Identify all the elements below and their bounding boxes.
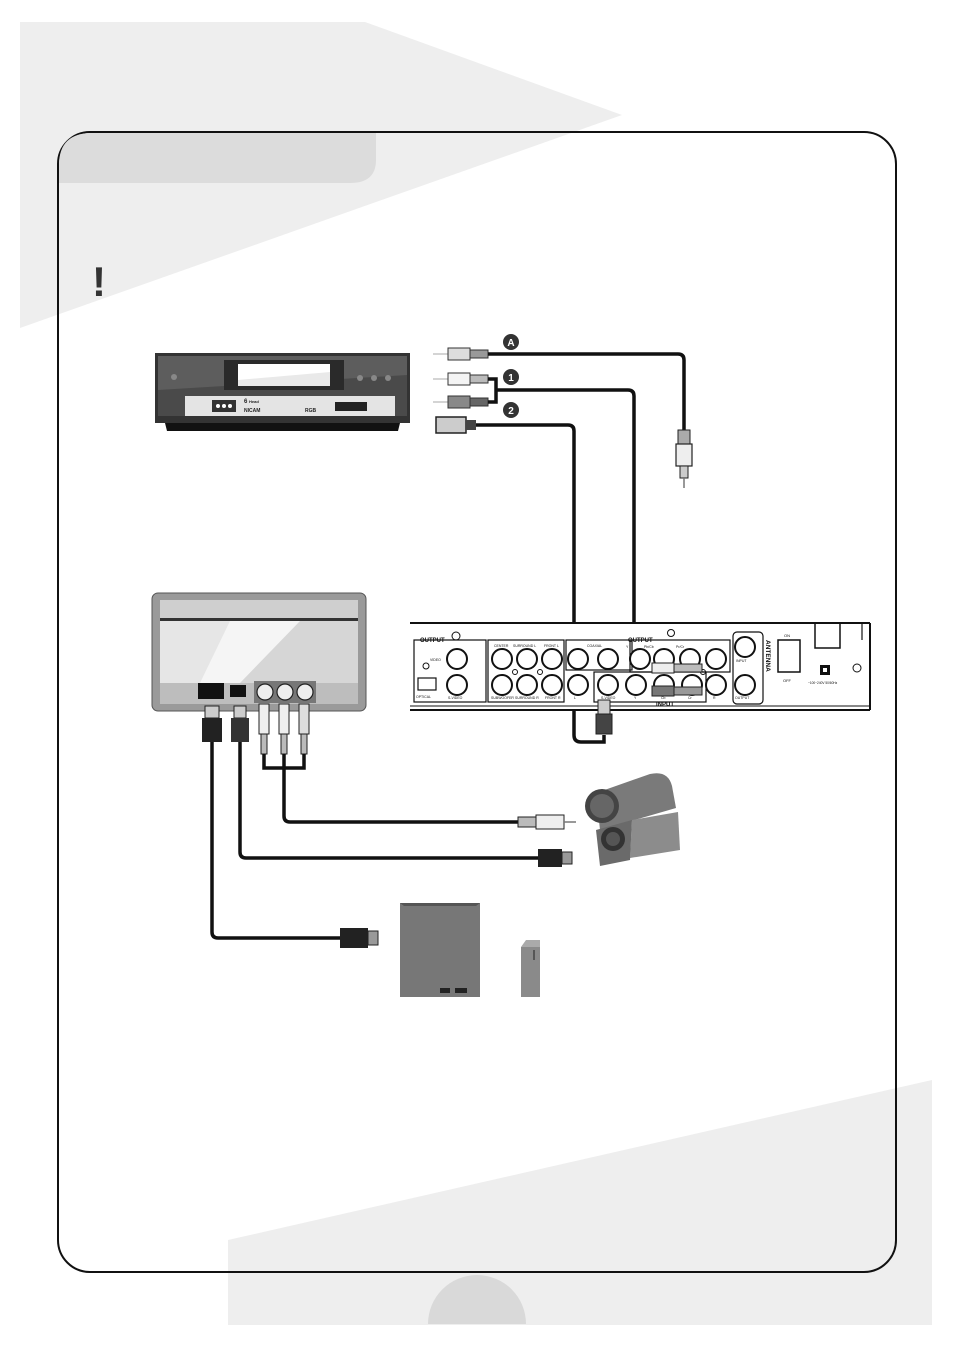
console-box-icon xyxy=(400,903,480,997)
label-center: CENTER xyxy=(494,644,509,648)
scart-end-plug xyxy=(340,928,378,948)
label-coaxial: COAXIAL xyxy=(587,644,602,648)
svg-text:2: 2 xyxy=(508,406,514,417)
label-input: INPUT xyxy=(656,702,674,708)
label-surround-l: SURROUND L xyxy=(513,644,536,648)
label-pr-cr: Pr/Cr xyxy=(676,645,685,649)
controller-stick-icon xyxy=(521,940,540,997)
label-surround-r: SURROUND R xyxy=(515,696,539,700)
label-s-video: S-VIDEO xyxy=(448,696,463,700)
background-swoosh-bottom xyxy=(228,1080,932,1325)
plug-2-svideo xyxy=(436,417,476,433)
camcorder-icon xyxy=(585,773,680,866)
marker-a: A xyxy=(503,334,519,350)
label-off: OFF xyxy=(783,678,792,683)
label-output-right: OUTPUT xyxy=(628,638,653,644)
plug-1-white xyxy=(433,373,488,385)
tv-rca-plugs xyxy=(259,704,309,754)
dvd-rear-panel: OUTPUT VIDEO OPTICAL S-VIDEO CENTER SURR… xyxy=(410,623,870,734)
tv-svideo-plug xyxy=(231,706,249,742)
plug-a-end xyxy=(676,430,692,488)
svg-text:1: 1 xyxy=(508,373,514,384)
label-pb-cb: Pb/Cb xyxy=(644,645,654,649)
label-antenna: ANTENNA xyxy=(764,640,771,672)
vcr-device: 6 Head NICAM RGB xyxy=(155,353,410,431)
vcr-label-rgb: RGB xyxy=(305,408,317,414)
svg-text:A: A xyxy=(507,338,514,349)
section-tab xyxy=(59,133,376,183)
marker-1: 1 xyxy=(503,369,519,385)
cable-a xyxy=(488,354,684,430)
label-ant-input: INPUT xyxy=(736,659,747,663)
cable-tv-scart xyxy=(212,742,340,938)
label-video: VIDEO xyxy=(430,658,441,662)
label-front-r: FRONT R xyxy=(545,696,561,700)
camcorder-rca-plug xyxy=(518,815,576,829)
label-ant-output: OUTPUT xyxy=(735,696,750,700)
plug-1-red xyxy=(433,396,488,408)
label-on: ON xyxy=(784,633,790,638)
tv-scart-plug xyxy=(202,706,222,742)
label-output-left: OUTPUT xyxy=(420,638,445,644)
label-front-l: FRONT L xyxy=(544,644,559,648)
label-optical: OPTICAL xyxy=(416,695,431,699)
label-l: L xyxy=(574,696,576,700)
warning-icon: ! xyxy=(92,258,106,305)
label-voltage: ~100~240V 50/60Hz xyxy=(808,681,838,685)
label-cb: Cb xyxy=(661,696,666,700)
label-s-video-in: S-VIDEO xyxy=(601,696,616,700)
cable-tv-rca xyxy=(264,754,520,822)
tv-monitor xyxy=(152,593,366,711)
camcorder-svideo-plug xyxy=(538,849,572,867)
label-subwoofer: SUBWOOFER xyxy=(491,696,514,700)
marker-2: 2 xyxy=(503,402,519,418)
vcr-label-nicam: NICAM xyxy=(244,408,260,414)
plug-a xyxy=(433,348,488,360)
